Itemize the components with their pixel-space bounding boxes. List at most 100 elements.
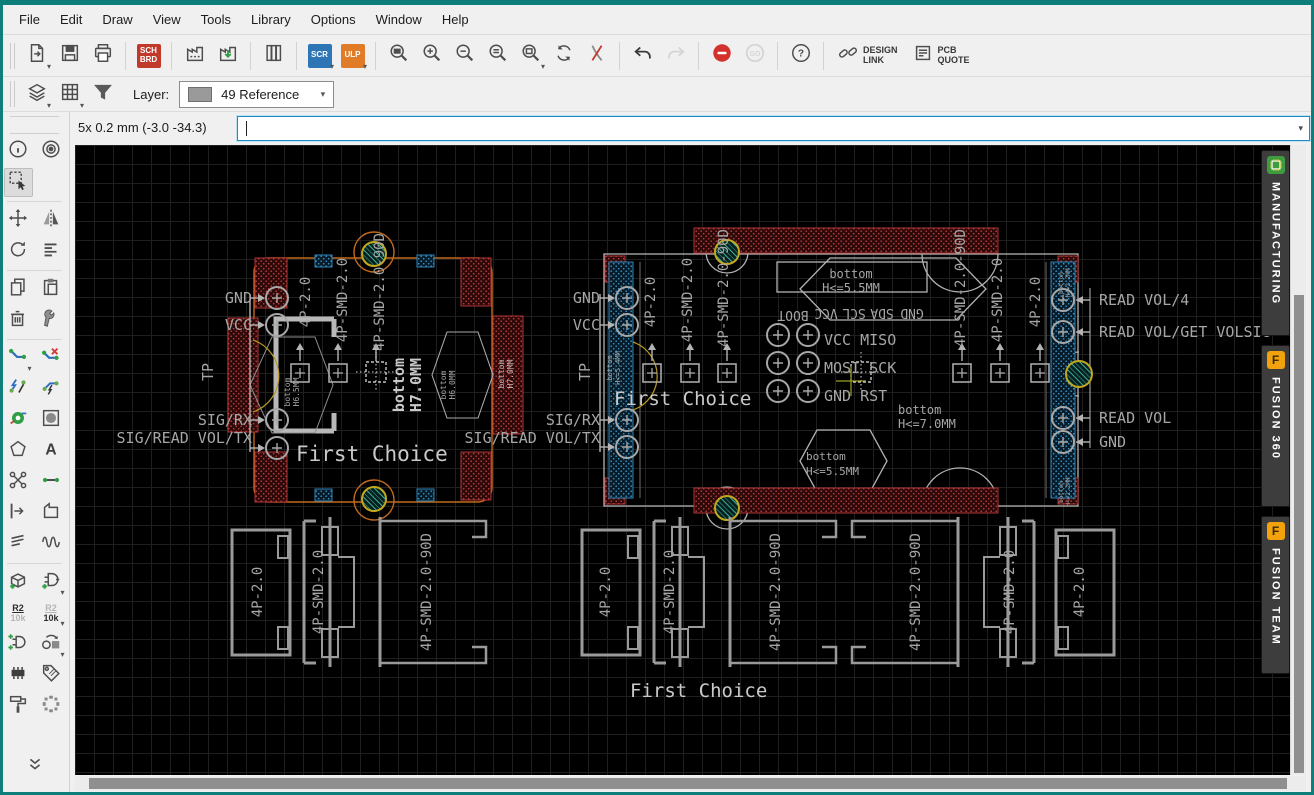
vertical-scrollbar-thumb[interactable] (1294, 295, 1304, 773)
menu-view[interactable]: View (152, 12, 181, 27)
zoom-out-button[interactable] (449, 40, 480, 71)
layer-settings-button[interactable]: ▾ (21, 79, 52, 110)
attribute-tool[interactable] (37, 661, 66, 690)
chevron-down-icon[interactable]: ▾ (1298, 123, 1303, 133)
align-tool[interactable] (37, 237, 66, 266)
run-ulp-button[interactable]: ULP▾ (337, 40, 368, 71)
run-script-button[interactable]: SCR▾ (304, 40, 335, 71)
run-ulp-button-badge: ULP (340, 43, 365, 68)
add-part-tool[interactable] (4, 568, 33, 597)
menu-edit[interactable]: Edit (59, 12, 83, 27)
menu-window[interactable]: Window (375, 12, 422, 27)
canvas-text: 4P-SMD-2.0-90D (908, 533, 924, 651)
layer-filter-button[interactable] (87, 79, 118, 110)
canvas-text: VCC (225, 316, 252, 334)
route-airwire-tool[interactable] (4, 375, 33, 404)
print-button[interactable] (87, 40, 118, 71)
trash-icon (7, 307, 29, 334)
manufacturing-button[interactable] (179, 40, 210, 71)
canvas-text: VCC MISO (824, 331, 896, 349)
via-tool[interactable] (4, 406, 33, 435)
more-tools-button[interactable] (21, 749, 50, 778)
circle-tool[interactable] (37, 406, 66, 435)
help-button[interactable]: ? (785, 40, 816, 71)
change-tool[interactable] (37, 306, 66, 335)
meander-icon (40, 531, 62, 558)
tab-manufacturing[interactable]: MANUFACTURING (1261, 150, 1290, 336)
horizontal-scrollbar[interactable] (75, 776, 1306, 791)
menu-file[interactable]: File (19, 12, 40, 27)
chevron-down-icon: ▾ (27, 364, 32, 373)
open-new-document-button[interactable]: ▾ (21, 40, 52, 71)
canvas-text: H6.5MM (292, 377, 301, 406)
meander-tool[interactable] (37, 530, 66, 559)
redraw-button[interactable] (548, 40, 579, 71)
menu-help[interactable]: Help (441, 12, 469, 27)
menu-draw[interactable]: Draw (102, 12, 133, 27)
menu-options[interactable]: Options (310, 12, 356, 27)
info-tool[interactable] (4, 137, 33, 166)
patternDots-icon (40, 693, 62, 720)
canvas-text: First Choice (630, 680, 767, 702)
canvas-text: 4P-SMD-2.0-90D (716, 229, 732, 347)
menu-tools[interactable]: Tools (200, 12, 232, 27)
unroute-tool[interactable] (37, 375, 66, 404)
group-select-tool[interactable] (3, 168, 33, 197)
pin-tool[interactable] (4, 499, 33, 528)
cancel-command-button[interactable] (581, 40, 612, 71)
text-tool[interactable]: A (37, 437, 66, 466)
wire-tool[interactable]: ▾ (4, 344, 33, 373)
library-manager-button[interactable] (258, 40, 289, 71)
grid-settings-button[interactable]: ▾ (54, 79, 85, 110)
slot-tool[interactable] (37, 499, 66, 528)
save-button[interactable] (54, 40, 85, 71)
stop-button[interactable] (706, 40, 737, 71)
canvas-text: 4P-SMD-2.0 (311, 550, 327, 634)
ripup-tool[interactable] (37, 344, 66, 373)
zoom-select-button[interactable] (482, 40, 513, 71)
mirror-tool[interactable] (37, 206, 66, 235)
net-tool[interactable] (4, 468, 33, 497)
paste-tool[interactable] (37, 275, 66, 304)
manufacturing-export-button[interactable] (212, 40, 243, 71)
package-tool[interactable] (4, 661, 33, 690)
replace-tool[interactable]: ▾ (37, 630, 66, 659)
go-button: GO (739, 40, 770, 71)
polygon-pour-tool[interactable] (37, 692, 66, 721)
polygon-icon (7, 438, 29, 465)
swap-gate-tool[interactable] (4, 630, 33, 659)
dimension-tool[interactable] (4, 530, 33, 559)
zoom-fit-button[interactable] (383, 40, 414, 71)
horizontal-scrollbar-thumb[interactable] (89, 778, 1287, 789)
quote-icon (912, 42, 934, 69)
zoom-in-button[interactable] (416, 40, 447, 71)
rotate-tool[interactable] (4, 237, 33, 266)
layer-select[interactable]: 49 Reference ▾ (179, 80, 335, 108)
connector-outline (230, 528, 292, 657)
add-gate-tool[interactable]: ▾ (37, 568, 66, 597)
menu-library[interactable]: Library (251, 12, 291, 27)
canvas-text: SIG/READ VOL/TX (465, 429, 600, 447)
vertical-scrollbar[interactable] (1290, 145, 1306, 775)
zoom-previous-button[interactable]: ▾ (515, 40, 546, 71)
command-input[interactable] (236, 115, 1311, 142)
polygon-tool[interactable] (4, 437, 33, 466)
show-tool[interactable] (37, 137, 66, 166)
palette-grip[interactable] (10, 116, 59, 134)
paint-tool[interactable] (4, 692, 33, 721)
toolbar-separator (125, 41, 126, 70)
copy-tool[interactable] (4, 275, 33, 304)
line-tool[interactable] (37, 468, 66, 497)
undo-button[interactable] (627, 40, 658, 71)
ripup-icon (40, 345, 62, 372)
move-tool[interactable] (4, 206, 33, 235)
delete-tool[interactable] (4, 306, 33, 335)
